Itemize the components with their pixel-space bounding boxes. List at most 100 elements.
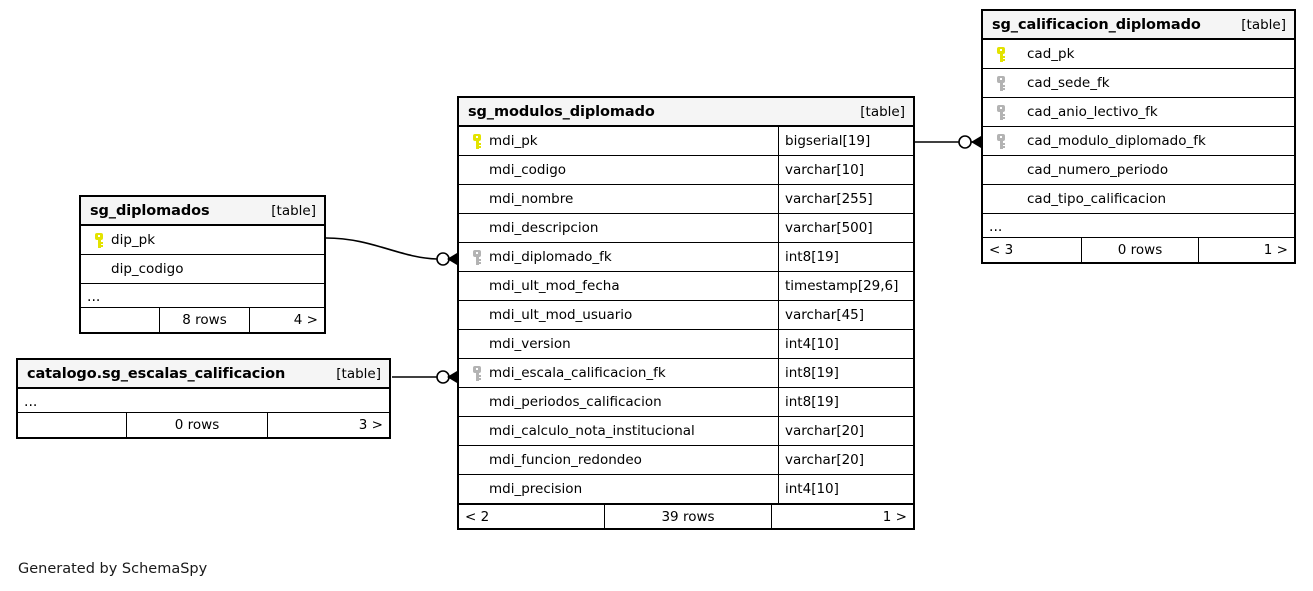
foreign-key-icon — [989, 133, 1013, 149]
zero-cardinality-marker — [436, 370, 450, 384]
column-name: mdi_codigo — [489, 162, 567, 178]
column-name-cell: mdi_funcion_redondeo — [459, 446, 778, 474]
table-row[interactable]: mdi_calculo_nota_institucional varchar[2… — [459, 417, 913, 446]
primary-key-icon — [87, 232, 111, 248]
table-row[interactable]: cad_tipo_calificacion — [983, 185, 1294, 214]
column-type: varchar[45] — [778, 301, 913, 329]
column-name: mdi_calculo_nota_institucional — [489, 423, 695, 439]
foreign-key-icon — [989, 104, 1013, 120]
primary-key-icon — [465, 133, 489, 149]
column-name: mdi_funcion_redondeo — [489, 452, 642, 468]
table-name: sg_diplomados — [90, 202, 210, 219]
column-name-cell: mdi_ult_mod_usuario — [459, 301, 778, 329]
column-name-cell: mdi_pk — [459, 127, 778, 155]
more-columns-ellipsis: ... — [983, 214, 1294, 238]
table-row[interactable]: cad_sede_fk — [983, 69, 1294, 98]
column-name-cell: cad_anio_lectivo_fk — [983, 98, 1294, 126]
table-row[interactable]: mdi_pk bigserial[19] — [459, 127, 913, 156]
column-name-cell: mdi_descripcion — [459, 214, 778, 242]
table-title-catalogo-sg-escalas-calificacion: catalogo.sg_escalas_calificacion [table] — [18, 360, 389, 389]
prev-page-button[interactable] — [81, 308, 159, 332]
table-row[interactable]: mdi_diplomado_fk int8[19] — [459, 243, 913, 272]
column-name: cad_modulo_diplomado_fk — [1027, 133, 1206, 149]
column-name: mdi_version — [489, 336, 571, 352]
column-name: mdi_ult_mod_usuario — [489, 307, 633, 323]
table-sg-calificacion-diplomado[interactable]: sg_calificacion_diplomado [table] cad_pk… — [981, 9, 1296, 264]
table-title-sg-calificacion-diplomado: sg_calificacion_diplomado [table] — [983, 11, 1294, 40]
prev-page-button[interactable]: < 3 — [989, 242, 1014, 258]
table-row[interactable]: cad_numero_periodo — [983, 156, 1294, 185]
column-type: varchar[10] — [778, 156, 913, 184]
column-type: int4[10] — [778, 330, 913, 358]
table-sg-modulos-diplomado[interactable]: sg_modulos_diplomado [table] mdi_pk bigs… — [457, 96, 915, 530]
column-name: mdi_escala_calificacion_fk — [489, 365, 666, 381]
column-type: int8[19] — [778, 243, 913, 271]
column-name-cell: mdi_version — [459, 330, 778, 358]
table-type-tag: [table] — [271, 202, 316, 219]
column-name-cell: mdi_nombre — [459, 185, 778, 213]
column-name-cell: dip_codigo — [81, 255, 324, 283]
table-footer: 8 rows 4 > — [81, 308, 324, 332]
table-sg-diplomados[interactable]: sg_diplomados [table] dip_pk dip_codigo … — [79, 195, 326, 334]
table-row[interactable]: dip_pk — [81, 226, 324, 255]
table-row[interactable]: dip_codigo — [81, 255, 324, 284]
column-name-cell: cad_sede_fk — [983, 69, 1294, 97]
table-name: sg_calificacion_diplomado — [992, 16, 1201, 33]
row-count-label: 0 rows — [1081, 238, 1198, 262]
column-name: dip_codigo — [111, 261, 184, 277]
column-name-cell: cad_tipo_calificacion — [983, 185, 1294, 213]
column-name-cell: cad_modulo_diplomado_fk — [983, 127, 1294, 155]
table-row[interactable]: mdi_descripcion varchar[500] — [459, 214, 913, 243]
table-row[interactable]: mdi_periodos_calificacion int8[19] — [459, 388, 913, 417]
table-footer: < 3 0 rows 1 > — [983, 238, 1294, 262]
row-count-label: 0 rows — [126, 413, 267, 437]
next-page-button[interactable]: 4 > — [249, 308, 324, 332]
prev-page-button[interactable] — [18, 413, 126, 437]
row-count-label: 8 rows — [159, 308, 249, 332]
column-name-cell: mdi_precision — [459, 475, 778, 503]
table-row[interactable]: mdi_nombre varchar[255] — [459, 185, 913, 214]
column-name-cell: dip_pk — [81, 226, 324, 254]
zero-cardinality-marker — [958, 135, 972, 149]
prev-page-button[interactable]: < 2 — [465, 508, 490, 525]
column-name: mdi_descripcion — [489, 220, 599, 236]
column-type: varchar[500] — [778, 214, 913, 242]
table-catalogo-sg-escalas-calificacion[interactable]: catalogo.sg_escalas_calificacion [table]… — [16, 358, 391, 439]
column-type: int4[10] — [778, 475, 913, 503]
table-type-tag: [table] — [336, 365, 381, 382]
table-row[interactable]: mdi_precision int4[10] — [459, 475, 913, 504]
next-page-button[interactable]: 1 > — [771, 505, 913, 528]
foreign-key-icon — [989, 75, 1013, 91]
table-row[interactable]: cad_anio_lectivo_fk — [983, 98, 1294, 127]
column-name: mdi_ult_mod_fecha — [489, 278, 620, 294]
next-page-button[interactable]: 1 > — [1198, 238, 1294, 262]
table-row[interactable]: cad_modulo_diplomado_fk — [983, 127, 1294, 156]
table-row[interactable]: mdi_escala_calificacion_fk int8[19] — [459, 359, 913, 388]
table-type-tag: [table] — [860, 103, 905, 120]
next-page-button[interactable]: 3 > — [267, 413, 389, 437]
more-columns-ellipsis: ... — [81, 284, 324, 308]
relationship-modulos-calificacion — [915, 135, 981, 149]
table-footer: < 2 39 rows 1 > — [459, 504, 913, 528]
relationship-diplomados-modulos — [325, 237, 457, 266]
column-type: int8[19] — [778, 359, 913, 387]
table-row[interactable]: mdi_codigo varchar[10] — [459, 156, 913, 185]
column-type: varchar[20] — [778, 446, 913, 474]
column-name: cad_numero_periodo — [1027, 162, 1169, 178]
column-name-cell: mdi_calculo_nota_institucional — [459, 417, 778, 445]
table-row[interactable]: mdi_ult_mod_usuario varchar[45] — [459, 301, 913, 330]
table-row[interactable]: mdi_ult_mod_fecha timestamp[29,6] — [459, 272, 913, 301]
row-count-label: 39 rows — [604, 505, 771, 528]
column-name: mdi_diplomado_fk — [489, 249, 612, 265]
zero-cardinality-marker — [436, 252, 450, 266]
table-type-tag: [table] — [1241, 16, 1286, 33]
column-name: cad_sede_fk — [1027, 75, 1110, 91]
column-name: mdi_periodos_calificacion — [489, 394, 662, 410]
relationship-escalas-modulos — [392, 370, 457, 384]
table-row[interactable]: mdi_funcion_redondeo varchar[20] — [459, 446, 913, 475]
column-name-cell: mdi_diplomado_fk — [459, 243, 778, 271]
column-name: cad_anio_lectivo_fk — [1027, 104, 1158, 120]
table-row[interactable]: mdi_version int4[10] — [459, 330, 913, 359]
table-row[interactable]: cad_pk — [983, 40, 1294, 69]
